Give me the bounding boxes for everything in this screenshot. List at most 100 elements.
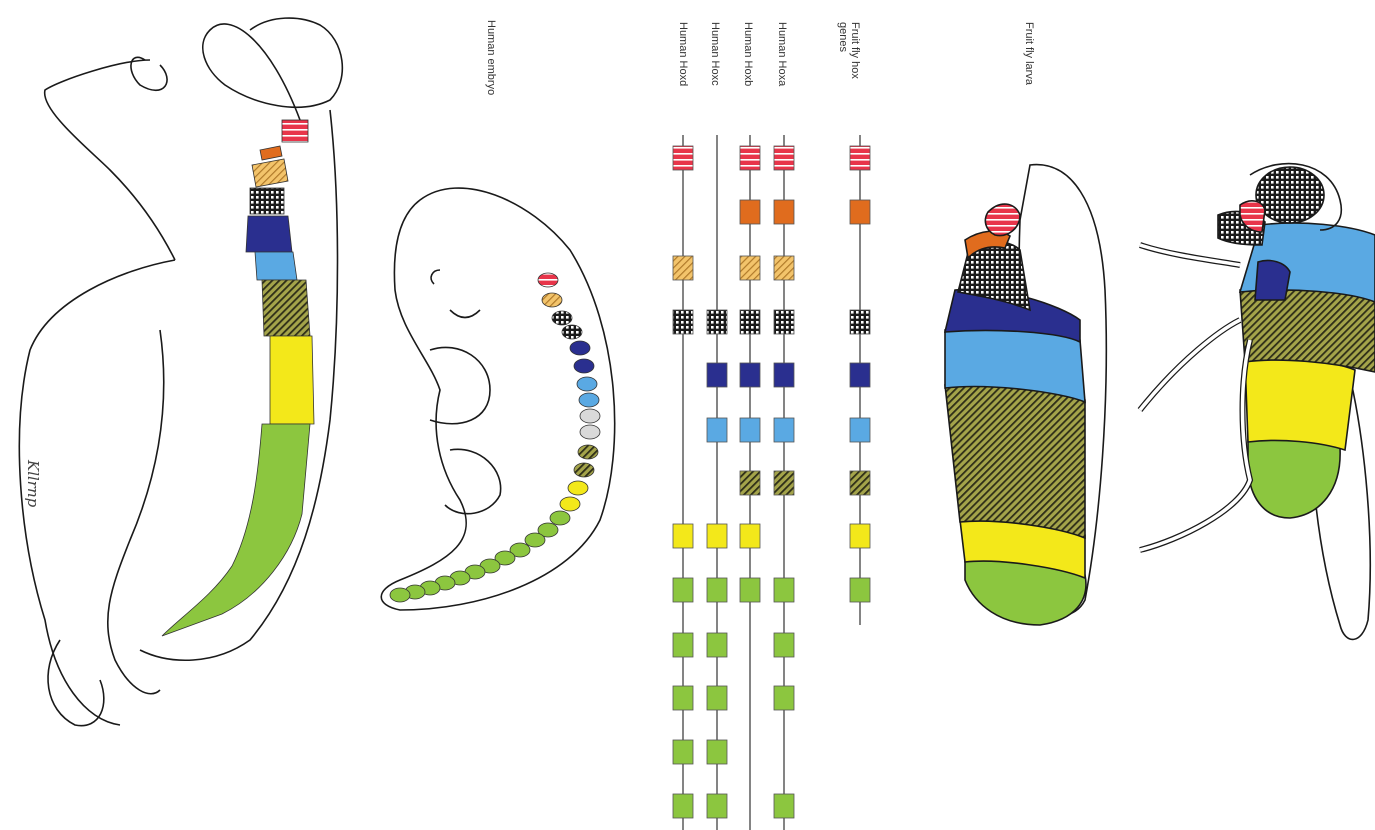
embryo-somite-light-blue <box>579 393 599 407</box>
gene-box-green <box>740 578 760 602</box>
gene-cluster-column <box>740 135 760 830</box>
gene-box-green <box>774 686 794 710</box>
gene-cluster-column <box>707 135 727 830</box>
embryo-somite-green <box>390 588 410 602</box>
artist-signature: Kllrnp <box>24 459 42 508</box>
gene-box-green <box>707 578 727 602</box>
gene-box-green <box>707 794 727 818</box>
label-fly-hox-line2: genes <box>837 22 849 52</box>
fetus-vertebrae-yellow <box>270 336 314 424</box>
gene-box-orange <box>850 200 870 224</box>
gene-box-peach-hatch <box>774 256 794 280</box>
label-human-hoxb: Human Hoxb <box>742 22 754 86</box>
gene-box-checker <box>673 310 693 334</box>
gene-box-orange <box>740 200 760 224</box>
fetus-vertebrae-olive <box>262 280 310 336</box>
embryo-somite-olive-hatch <box>578 445 598 459</box>
gene-box-yellow <box>740 524 760 548</box>
embryo-somite-checker <box>562 325 582 339</box>
embryo-eye <box>431 270 440 284</box>
fly-legs-inner <box>1140 245 1250 550</box>
gene-box-green <box>707 633 727 657</box>
fetus-vertebrae-green <box>162 424 310 636</box>
embryo-somite-red-stripe <box>538 273 558 287</box>
gene-box-light-blue <box>707 418 727 442</box>
gene-box-olive-hatch <box>850 471 870 495</box>
fetus-vertebrae-navy <box>246 216 292 252</box>
gene-box-peach-hatch <box>740 256 760 280</box>
gene-box-green <box>774 633 794 657</box>
embryo-somite-olive-hatch <box>574 463 594 477</box>
gene-box-navy <box>740 363 760 387</box>
fruit-fly-larva-illustration <box>945 165 1106 625</box>
gene-box-red-stripe <box>774 146 794 170</box>
gene-box-navy <box>707 363 727 387</box>
gene-box-navy <box>774 363 794 387</box>
embryo-somite-yellow <box>560 497 580 511</box>
gene-box-green <box>673 633 693 657</box>
fetus-vertebra-peach <box>252 159 288 187</box>
gene-box-green <box>707 740 727 764</box>
embryo-somite-gray <box>580 409 600 423</box>
gene-box-peach-hatch <box>673 256 693 280</box>
gene-box-light-blue <box>740 418 760 442</box>
fetus-hand-outline <box>131 57 167 90</box>
label-fly-hox-line1: Fruit fly hox <box>849 22 861 79</box>
gene-box-orange <box>774 200 794 224</box>
gene-box-green <box>673 740 693 764</box>
gene-box-green <box>673 686 693 710</box>
gene-box-olive-hatch <box>774 471 794 495</box>
embryo-somite-gray <box>580 425 600 439</box>
gene-box-yellow <box>707 524 727 548</box>
embryo-somite-yellow <box>568 481 588 495</box>
gene-box-red-stripe <box>673 146 693 170</box>
fly-compound-eye <box>1256 167 1324 223</box>
gene-box-green <box>673 794 693 818</box>
gene-box-yellow <box>673 524 693 548</box>
gene-box-green <box>774 578 794 602</box>
gene-box-yellow <box>850 524 870 548</box>
label-fruit-fly-larva: Fruit fly larva <box>1023 22 1035 86</box>
gene-box-green <box>707 686 727 710</box>
gene-box-light-blue <box>850 418 870 442</box>
embryo-somite-navy <box>570 341 590 355</box>
embryo-somite-light-blue <box>577 377 597 391</box>
embryo-somite-navy <box>574 359 594 373</box>
gene-box-green <box>673 578 693 602</box>
gene-box-green <box>850 578 870 602</box>
fly-abdomen-yellow <box>1245 358 1355 450</box>
gene-cluster-column <box>774 135 794 830</box>
embryo-leg-bud <box>445 449 501 513</box>
gene-box-red-stripe <box>850 146 870 170</box>
embryo-somite-peach-hatch <box>542 293 562 307</box>
gene-box-checker <box>850 310 870 334</box>
gene-box-checker <box>707 310 727 334</box>
fetus-vertebrae-checker <box>250 188 284 214</box>
label-human-hoxc: Human Hoxc <box>709 22 721 86</box>
fetus-vertebra-orange <box>260 146 282 160</box>
fetus-foot-outline <box>48 640 104 726</box>
larva-segments-olive <box>945 384 1085 538</box>
gene-box-light-blue <box>774 418 794 442</box>
gene-box-olive-hatch <box>740 471 760 495</box>
adult-fruit-fly-illustration <box>1140 164 1375 640</box>
gene-box-checker <box>774 310 794 334</box>
gene-box-red-stripe <box>740 146 760 170</box>
gene-cluster-column <box>673 135 693 830</box>
gene-box-green <box>774 794 794 818</box>
hox-gene-clusters <box>673 135 870 830</box>
label-human-hoxa: Human Hoxa <box>776 22 788 87</box>
fetus-vertebra-red <box>282 120 308 142</box>
fly-thorax-navy <box>1255 260 1290 300</box>
label-human-hoxd: Human Hoxd <box>677 22 689 86</box>
embryo-somite-checker <box>552 311 572 325</box>
label-human-embryo: Human embryo <box>485 20 497 95</box>
fetus-head-outline <box>203 18 343 120</box>
embryo-mouth <box>450 310 480 318</box>
gene-cluster-column <box>850 135 870 625</box>
larva-head-red <box>985 204 1020 236</box>
embryo-somite-green <box>525 533 545 547</box>
fetus-vertebrae-lightblue <box>255 252 297 280</box>
embryo-somites <box>390 273 600 602</box>
